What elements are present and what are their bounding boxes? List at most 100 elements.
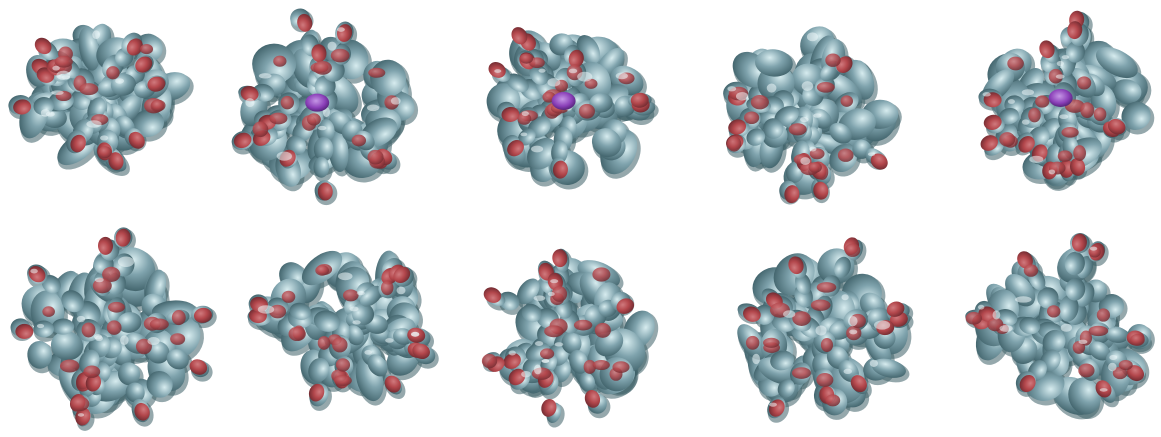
charged-patch (1023, 264, 1039, 277)
molecule-panel-3 (486, 27, 659, 190)
charged-patch (281, 290, 296, 303)
surface-lobe (1068, 377, 1101, 415)
surface-lobe (146, 341, 170, 364)
specular-highlight (94, 277, 104, 283)
charged-tip (311, 44, 327, 63)
specular-highlight (327, 41, 337, 51)
specular-highlight (349, 306, 359, 312)
surface-lobe (770, 350, 795, 371)
specular-highlight (847, 315, 858, 327)
molecule-panel-5 (978, 10, 1155, 191)
surface-lobe (367, 354, 388, 377)
specular-highlight (1007, 99, 1015, 104)
surface-lobe (125, 382, 145, 403)
surface-lobe (1095, 47, 1138, 79)
specular-highlight (533, 364, 542, 375)
specular-highlight (999, 324, 1013, 332)
charged-patch (140, 43, 154, 55)
charged-patch (612, 361, 630, 373)
charged-tip (788, 256, 804, 275)
charged-patch (792, 311, 811, 326)
specular-highlight (547, 78, 561, 87)
charged-patch (380, 280, 394, 296)
surface-lobe (1121, 101, 1151, 130)
surface-lobe (328, 130, 349, 173)
charged-patch (519, 53, 534, 64)
specular-highlight (385, 338, 394, 343)
charged-tip (1067, 21, 1083, 40)
specular-highlight (364, 350, 373, 355)
charged-tip (13, 99, 32, 115)
charged-patch (837, 148, 854, 162)
charged-patch (42, 306, 55, 317)
charged-tip (503, 353, 521, 369)
charged-patch (98, 146, 112, 159)
charged-patch (335, 358, 351, 372)
specular-highlight (806, 32, 818, 42)
specular-highlight (338, 272, 353, 281)
charged-tip (1069, 157, 1086, 176)
charged-patch (252, 121, 269, 138)
charged-tip (297, 13, 313, 32)
charged-patch (1072, 340, 1086, 354)
charged-patch (744, 111, 760, 125)
charged-patch (342, 289, 359, 302)
charged-patch (106, 320, 122, 335)
surface-lobe (289, 302, 311, 320)
specular-highlight (30, 268, 38, 274)
surface-lobe (166, 349, 189, 370)
charged-tip (15, 323, 34, 339)
specular-highlight (1089, 246, 1098, 251)
surface-lobe (50, 331, 84, 361)
charged-tip (240, 86, 259, 102)
specular-highlight (508, 350, 516, 356)
surface-lobe (313, 136, 334, 162)
charged-patch (840, 95, 853, 107)
surface-lobe (61, 290, 84, 313)
specular-highlight (800, 157, 811, 165)
charged-tip (384, 375, 401, 393)
charged-tip (97, 236, 114, 255)
specular-highlight (366, 104, 380, 112)
charged-tip (1017, 251, 1033, 269)
specular-highlight (769, 402, 777, 407)
surface-lobe (1088, 341, 1111, 361)
molecule-panel-2 (231, 8, 419, 206)
specular-highlight (258, 73, 272, 79)
charged-tip (128, 131, 145, 149)
molecule-panel-1 (8, 23, 194, 176)
surface-lobe (755, 49, 793, 77)
charged-patch (592, 360, 610, 371)
charged-patch (844, 243, 861, 257)
charged-patch (1130, 333, 1145, 346)
specular-highlight (276, 151, 292, 161)
surface-lobe (117, 312, 142, 333)
charged-tip (630, 92, 649, 108)
charged-patch (763, 337, 780, 348)
charged-patch (1057, 150, 1073, 162)
charged-patch (965, 311, 982, 325)
charged-tip (75, 407, 91, 426)
charged-tip (742, 306, 761, 322)
charged-patch (1112, 366, 1128, 380)
charged-patch (999, 132, 1016, 147)
specular-highlight (533, 295, 546, 301)
specular-highlight (93, 334, 103, 340)
charged-patch (745, 335, 760, 350)
charged-patch (83, 365, 101, 378)
charged-tip (412, 343, 430, 360)
charged-patch (280, 95, 295, 110)
surface-lobe (1105, 327, 1129, 343)
surface-lobe (763, 118, 784, 139)
charged-patch (368, 67, 386, 78)
specular-highlight (117, 256, 135, 268)
surface-lobe (313, 156, 330, 178)
surface-lobe (569, 349, 589, 374)
specular-highlight (538, 68, 546, 73)
molecule-panel-6 (10, 227, 217, 431)
charged-patch (1118, 359, 1133, 371)
specular-highlight (356, 291, 365, 296)
surface-lobe (131, 109, 165, 138)
specular-highlight (521, 111, 529, 117)
